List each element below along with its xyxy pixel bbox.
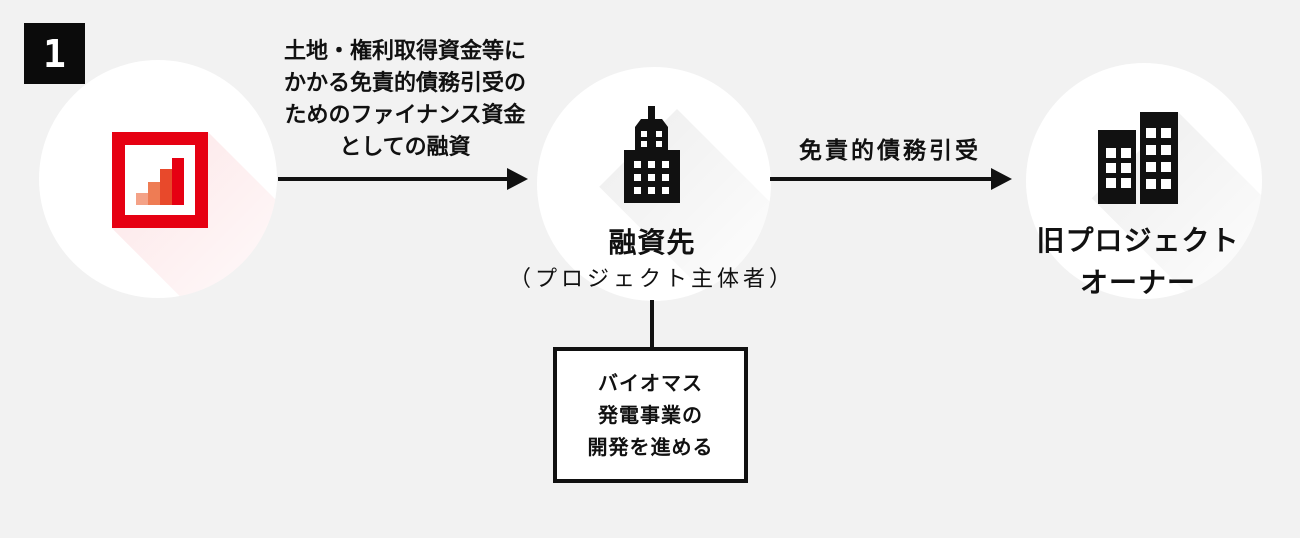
owner-label: 旧プロジェクト オーナー	[1018, 220, 1258, 304]
step-number: 1	[43, 31, 66, 76]
borrower-sublabel: （プロジェクト主体者）	[508, 267, 795, 292]
debt-arrow-label: 免責的債務引受	[799, 138, 981, 164]
debt-arrow-head-icon	[991, 168, 1012, 190]
logo-bar-2	[148, 182, 160, 205]
loan-label-line-3: ためのファイナンス資金	[284, 103, 526, 128]
two-buildings-icon	[1098, 112, 1178, 204]
loan-arrow-head-icon	[507, 168, 528, 190]
loan-arrow-label: 土地・権利取得資金等に かかる免責的債務引受の ためのファイナンス資金 としての…	[263, 36, 547, 164]
connector-line	[650, 300, 654, 347]
debt-arrow-line	[770, 177, 992, 181]
bank-node-circle	[39, 60, 277, 298]
step-number-badge: 1	[24, 23, 85, 84]
borrower-label: 融資先	[608, 226, 696, 259]
note-line-1: バイオマス	[598, 371, 703, 395]
loan-arrow-line	[278, 177, 508, 181]
borrower-node-circle	[537, 67, 771, 301]
office-building-icon	[624, 106, 680, 203]
loan-label-line-2: かかる免責的債務引受の	[283, 71, 526, 96]
logo-bar-3	[160, 169, 172, 205]
bar-chart-logo-icon	[112, 132, 208, 228]
loan-label-line-1: 土地・権利取得資金等に	[283, 39, 526, 64]
loan-label-line-4: としての融資	[339, 135, 471, 160]
note-line-3: 開発を進める	[587, 435, 714, 459]
logo-bar-4	[172, 158, 184, 205]
owner-label-line-2: オーナー	[1079, 266, 1196, 299]
logo-bar-1	[136, 193, 148, 205]
owner-label-line-1: 旧プロジェクト	[1036, 224, 1240, 257]
note-box: バイオマス 発電事業の 開発を進める	[553, 347, 748, 483]
note-line-2: 発電事業の	[598, 403, 703, 427]
logo-bars	[136, 158, 184, 205]
owner-node-circle	[1026, 63, 1262, 299]
